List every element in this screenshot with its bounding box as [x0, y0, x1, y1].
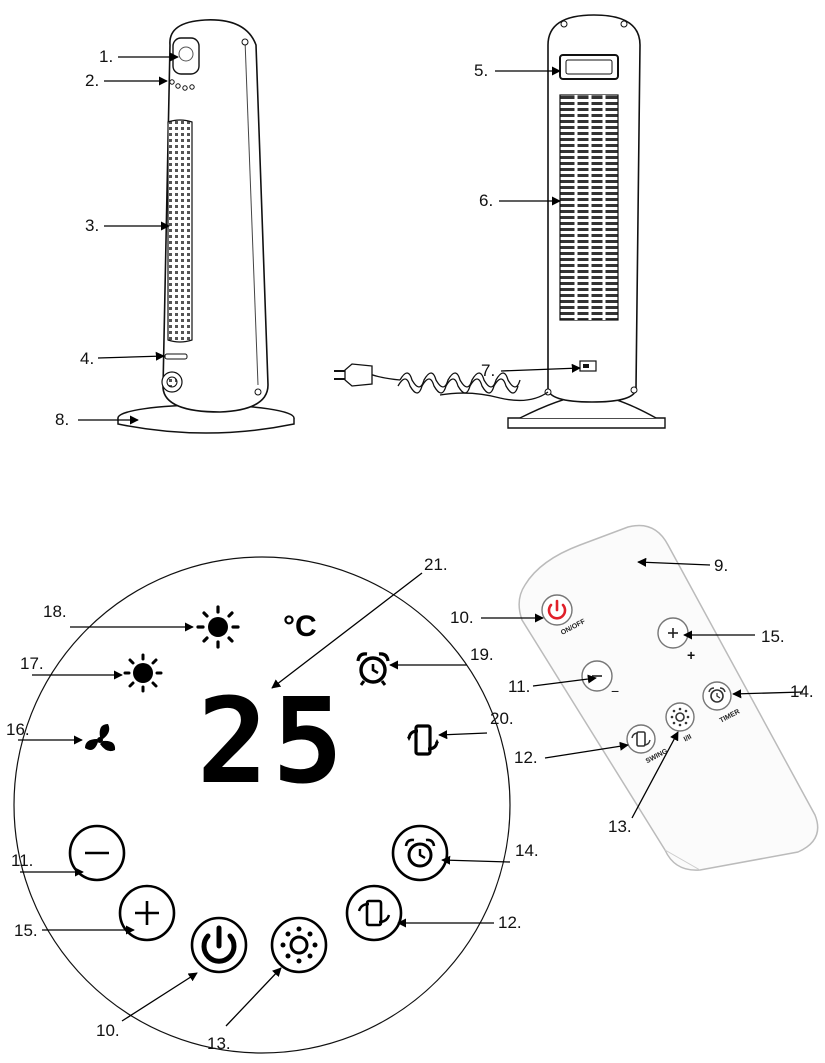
callout-9: 9.: [714, 556, 729, 575]
callout-10-remote: 10.: [450, 608, 474, 627]
callout-17: 17.: [20, 654, 44, 673]
callout-12-remote: 12.: [514, 748, 538, 767]
celsius-indicator: °C: [283, 610, 317, 643]
callout-3: 3.: [85, 216, 100, 235]
callout-1: 1.: [99, 47, 114, 66]
fan-icon: [85, 724, 116, 752]
callout-7: 7.: [481, 361, 496, 380]
callout-2: 2.: [85, 71, 100, 90]
panel-power-level-button-shape: [270, 916, 328, 974]
remote-control: [518, 524, 819, 871]
panel-swing-button-shape: [345, 884, 403, 942]
remote-plus-label: +: [687, 647, 696, 663]
sun-icon-small: [123, 653, 163, 693]
callout-19: 19.: [470, 645, 494, 664]
alarm-clock-icon-display: [356, 652, 390, 686]
callout-5: 5.: [474, 61, 489, 80]
callout-6: 6.: [479, 191, 494, 210]
callout-arrows: [18, 52, 804, 1027]
swing-icon-display: [407, 724, 439, 756]
callout-21: 21.: [424, 555, 448, 574]
callout-10-panel: 10.: [96, 1021, 120, 1040]
panel-plus-button-shape: [118, 884, 176, 942]
callout-12-panel: 12.: [498, 913, 522, 932]
callout-14-remote: 14.: [790, 682, 814, 701]
callout-15-panel: 15.: [14, 921, 38, 940]
heater-back-view: [334, 14, 666, 429]
temperature-display: 25: [197, 672, 348, 810]
callout-11-panel: 11.: [11, 851, 34, 870]
callout-13-remote: 13.: [608, 817, 632, 836]
sun-icon-large: [196, 605, 240, 649]
callout-14-panel: 14.: [515, 841, 539, 860]
callout-16: 16.: [6, 720, 30, 739]
callout-20: 20.: [490, 709, 514, 728]
callout-15-remote: 15.: [761, 627, 785, 646]
callout-4: 4.: [80, 349, 95, 368]
callout-13-panel: 13.: [207, 1034, 231, 1053]
callout-18: 18.: [43, 602, 67, 621]
panel-power-button-shape: [190, 916, 248, 974]
panel-timer-button-shape: [391, 824, 449, 882]
panel-minus-button-shape: [68, 824, 126, 882]
heater-front-view: [117, 19, 295, 434]
callout-11-remote: 11.: [508, 677, 531, 696]
remote-minus-label: −: [611, 683, 620, 699]
callout-8: 8.: [55, 410, 70, 429]
